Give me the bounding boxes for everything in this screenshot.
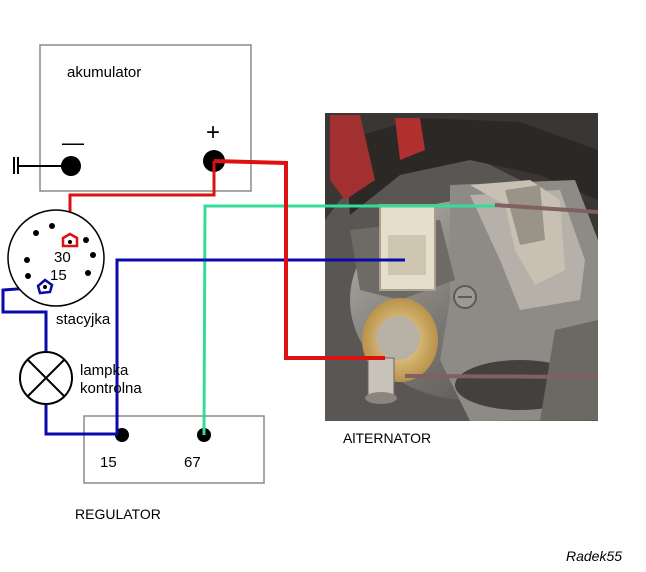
battery-negative-terminal bbox=[61, 156, 81, 176]
ignition-switch-label: stacyjka bbox=[56, 311, 111, 328]
warning-lamp: lampka kontrolna bbox=[19, 351, 142, 405]
battery-minus-symbol: — bbox=[62, 130, 84, 155]
ground-symbol bbox=[13, 157, 62, 174]
wire-green bbox=[202, 204, 495, 436]
ignition-switch-body bbox=[7, 209, 105, 307]
regulator-terminal-15-label: 15 bbox=[100, 454, 117, 471]
alternator-label: AlTERNATOR bbox=[343, 430, 431, 446]
ignition-pin15-marker bbox=[36, 278, 54, 295]
lamp-label-line2: kontrolna bbox=[80, 380, 142, 397]
wire-brown-upper bbox=[494, 203, 599, 214]
wire-blue-main bbox=[115, 258, 405, 433]
lamp-label-line1: lampka bbox=[80, 362, 129, 379]
signature: Radek55 bbox=[566, 548, 622, 564]
battery-label: akumulator bbox=[67, 64, 141, 81]
regulator-label: REGULATOR bbox=[75, 506, 161, 522]
wire-blue-lamp-to-regulator bbox=[44, 404, 118, 436]
wire-blue-lamp bbox=[1, 285, 48, 352]
regulator-box bbox=[83, 415, 265, 484]
regulator: 15 67 REGULATOR bbox=[75, 415, 265, 522]
ignition-pin30-marker bbox=[61, 232, 79, 248]
ignition-pin15-label: 15 bbox=[50, 267, 67, 284]
battery-plus-symbol: + bbox=[206, 119, 220, 146]
ignition-switch: 30 15 stacyjka bbox=[7, 209, 111, 328]
ignition-pin30-label: 30 bbox=[54, 249, 71, 266]
regulator-terminal-67-label: 67 bbox=[184, 454, 201, 471]
battery: akumulator — + bbox=[39, 44, 252, 192]
wire-red-main bbox=[213, 159, 385, 360]
wire-brown-lower bbox=[404, 374, 599, 379]
